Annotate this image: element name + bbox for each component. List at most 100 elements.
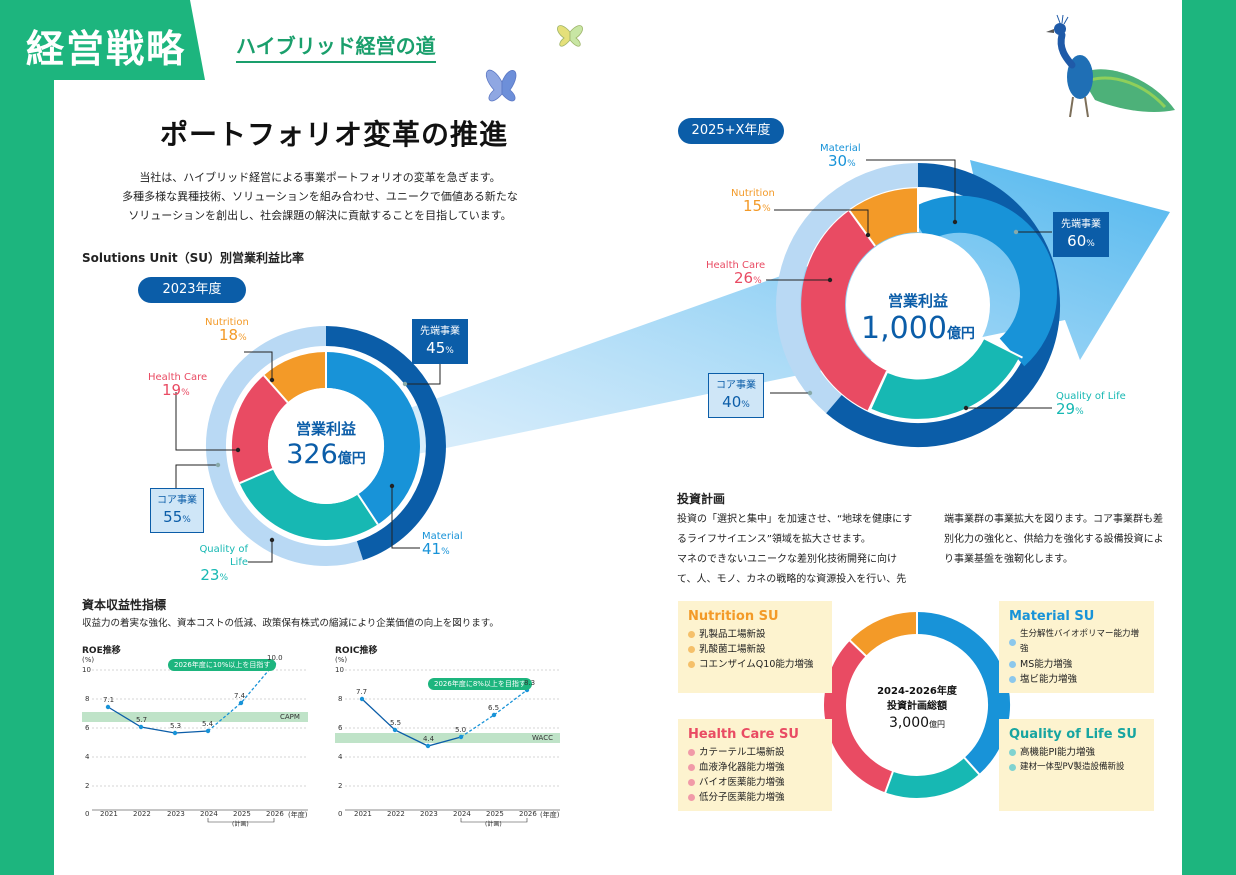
intro-line: ソリューションを創出し、社会課題の解決に貢献することを目指しています。 bbox=[128, 209, 512, 222]
capm-band bbox=[82, 712, 308, 722]
bullet-dot-icon bbox=[688, 749, 695, 756]
year-2023-pill: 2023年度 bbox=[138, 277, 246, 303]
roe-callout: 2026年度に10%以上を目指す bbox=[168, 659, 277, 671]
seg-health-care bbox=[824, 640, 894, 793]
donut-2023-center: 営業利益 326億円 bbox=[268, 418, 384, 470]
box-value: 45 bbox=[426, 339, 446, 357]
box-pct: % bbox=[182, 515, 191, 525]
seg-quality-of-life bbox=[871, 337, 1020, 419]
growth-arrow bbox=[320, 160, 1170, 470]
center-title2: 投資計画総額 bbox=[887, 701, 947, 712]
su-item: カテーテル工場新設 bbox=[688, 745, 822, 760]
roe-xtick: 2023 bbox=[167, 810, 185, 818]
box-value: 55 bbox=[163, 508, 183, 526]
seg-nutrition bbox=[263, 351, 327, 403]
box-advanced-2025: 先端事業 60% bbox=[1053, 212, 1109, 257]
box-name: 先端事業 bbox=[420, 326, 460, 337]
box-name: 先端事業 bbox=[1061, 219, 1101, 230]
label-pct: % bbox=[219, 573, 228, 583]
label-material-2023: Material 41% bbox=[422, 530, 463, 559]
su-item-text: 高機能PI能力増強 bbox=[1020, 747, 1096, 758]
label-pct: % bbox=[753, 276, 762, 286]
label-pct: % bbox=[181, 388, 190, 398]
text-line: て、人、モノ、カネの戦略的な資源投入を行い、先 bbox=[677, 574, 907, 585]
roe-ytick: 2 bbox=[85, 782, 90, 790]
intro-line: 当社は、ハイブリッド経営による事業ポートフォリオの変革を急ぎます。 bbox=[139, 171, 501, 184]
label-pct: % bbox=[441, 547, 450, 557]
roic-plan: (計画) bbox=[485, 821, 502, 828]
su-item-text: 低分子医薬能力増強 bbox=[699, 792, 785, 803]
roic-xtick: 2025 bbox=[486, 810, 504, 818]
roe-plan: (計画) bbox=[232, 821, 249, 828]
roe-point-label: 10.0 bbox=[267, 654, 283, 662]
bullet-dot-icon bbox=[1009, 661, 1016, 668]
roe-xtick: 2022 bbox=[133, 810, 151, 818]
roic-xtick: 2026 bbox=[519, 810, 537, 818]
box-value: 40 bbox=[722, 393, 742, 411]
roe-xtick: 2025 bbox=[233, 810, 251, 818]
su-item-text: 乳製品工場新設 bbox=[699, 629, 766, 640]
roe-point-label: 5.4 bbox=[202, 720, 214, 728]
bullet-dot-icon bbox=[688, 794, 695, 801]
label-value: 15 bbox=[743, 197, 763, 215]
su-item-text: カテーテル工場新設 bbox=[699, 747, 785, 758]
su-item-text: 塩ビ能力増強 bbox=[1020, 674, 1078, 685]
roic-point-label: 6.5 bbox=[488, 704, 500, 712]
roic-point-label: 7.7 bbox=[356, 688, 368, 696]
su-ratio-label: Solutions Unit（SU）別営業利益比率 bbox=[82, 251, 305, 265]
label-name: Nutrition bbox=[731, 188, 775, 199]
roe-xunit: (年度) bbox=[288, 811, 308, 819]
su-item: 乳酸菌工場新設 bbox=[688, 642, 822, 657]
label-nutrition-2023: Nutrition 18% bbox=[205, 316, 249, 345]
peacock-icon bbox=[1046, 14, 1175, 118]
su-title: Quality of Life SU bbox=[1009, 727, 1137, 742]
su-item-text: 生分解性バイオポリマー能力増強 bbox=[1020, 629, 1140, 654]
label-pct: % bbox=[847, 159, 856, 169]
text-line: り事業基盤を強靭化します。 bbox=[944, 554, 1073, 565]
leaders-2025 bbox=[766, 159, 1052, 409]
investment-text-col2: 端事業群の事業拡大を図ります。コア事業群も差 別化力の強化と、供給力を強化する設… bbox=[944, 510, 1164, 570]
su-item: コエンザイムQ10能力増強 bbox=[688, 657, 822, 672]
capital-label: 資本収益性指標 bbox=[82, 598, 167, 612]
roe-point-label: 5.7 bbox=[136, 716, 148, 724]
label-name: Health Care bbox=[148, 372, 208, 383]
su-item: 高機能PI能力増強 bbox=[1009, 745, 1144, 760]
roic-ytick: 6 bbox=[338, 724, 343, 732]
text-line: 別化力の強化と、供給力を強化する設備投資によ bbox=[944, 534, 1164, 545]
seg-nutrition bbox=[849, 188, 919, 247]
label-value: 41 bbox=[422, 540, 442, 558]
su-item-text: 乳酸菌工場新設 bbox=[699, 644, 766, 655]
bullet-dot-icon bbox=[688, 646, 695, 653]
box-value: 60 bbox=[1067, 232, 1087, 250]
bullet-dot-icon bbox=[1009, 764, 1016, 771]
su-item: 乳製品工場新設 bbox=[688, 627, 822, 642]
roic-ytick: 8 bbox=[338, 695, 343, 703]
label-name: Nutrition bbox=[205, 317, 249, 328]
roe-chart bbox=[82, 661, 308, 823]
section-tab bbox=[0, 0, 205, 80]
donut-2025-center: 営業利益 1,000億円 bbox=[846, 290, 990, 346]
bullet-dot-icon bbox=[688, 779, 695, 786]
seg-health-care bbox=[232, 375, 289, 484]
roe-title: ROE推移 bbox=[82, 646, 121, 656]
roic-xtick: 2024 bbox=[453, 810, 471, 818]
roic-point-label: 5.0 bbox=[455, 726, 467, 734]
text-line: るライフサイエンス”領域を拡大させます。 bbox=[677, 534, 871, 545]
leaders-2023 bbox=[175, 351, 441, 563]
su-item-text: バイオ医薬能力増強 bbox=[699, 777, 785, 788]
quality-of-life-su-box: Quality of Life SU 高機能PI能力増強 建材一体型PV製造設備… bbox=[999, 719, 1154, 811]
label-pct: % bbox=[238, 333, 247, 343]
section-subtitle: ハイブリッド経営の道 bbox=[236, 30, 436, 63]
center-title: 営業利益 bbox=[295, 420, 356, 438]
inner-ring-2025 bbox=[801, 188, 1057, 419]
seg-quality-of-life bbox=[885, 757, 980, 798]
page-title: ポートフォリオ変革の推進 bbox=[160, 118, 509, 151]
text-line: 端事業群の事業拡大を図ります。コア事業群も差 bbox=[944, 514, 1163, 525]
roic-title: ROIC推移 bbox=[335, 646, 378, 656]
su-item: 生分解性バイオポリマー能力増強 bbox=[1009, 627, 1144, 657]
label-name: Material bbox=[820, 143, 861, 154]
nutrition-su-box: Nutrition SU 乳製品工場新設 乳酸菌工場新設 コエンザイムQ10能力… bbox=[678, 601, 832, 693]
roe-unit: (%) bbox=[82, 656, 95, 664]
roe-xtick: 2024 bbox=[200, 810, 218, 818]
